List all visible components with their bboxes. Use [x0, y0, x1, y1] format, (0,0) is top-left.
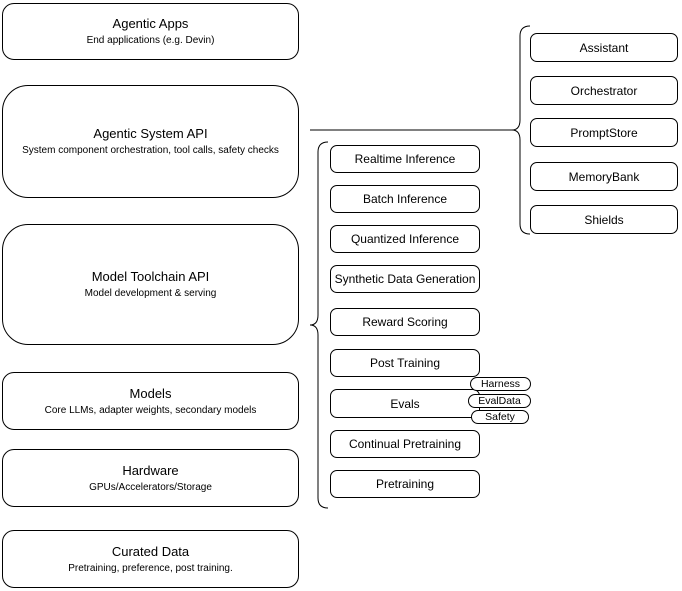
node-orchestrator: Orchestrator [530, 76, 678, 105]
node-shields: Shields [530, 205, 678, 234]
node-label: Shields [584, 212, 624, 227]
node-title: Agentic System API [93, 126, 208, 141]
node-label: Post Training [369, 356, 441, 370]
node-title: Curated Data [111, 543, 190, 559]
node-subtitle: System component orchestration, tool cal… [22, 145, 279, 156]
node-subtitle: GPUs/Accelerators/Storage [89, 481, 212, 493]
node-pretraining: Pretraining [330, 470, 480, 498]
tag-label: EvalData [478, 395, 521, 407]
node-label: Orchestrator [570, 83, 638, 98]
node-title: Hardware [122, 462, 179, 478]
node-label: Continual Pretraining [348, 437, 462, 451]
node-title: Model Toolchain API [91, 269, 210, 284]
node-batch-inference: Batch Inference [330, 185, 480, 213]
node-agentic-system-api: Agentic System API System component orch… [2, 85, 299, 198]
node-label: Reward Scoring [362, 315, 448, 329]
node-label: Evals [390, 396, 420, 411]
toolchain-brace [309, 141, 329, 509]
node-synthetic-data-generation: Synthetic Data Generation [330, 265, 480, 293]
tag-safety: Safety [471, 410, 529, 424]
node-subtitle: Pretraining, preference, post training. [68, 562, 233, 574]
tag-evaldata: EvalData [468, 394, 531, 408]
node-title: Agentic Apps [112, 16, 189, 31]
node-realtime-inference: Realtime Inference [330, 145, 480, 173]
node-quantized-inference: Quantized Inference [330, 225, 480, 253]
tag-label: Harness [480, 378, 521, 390]
node-post-training: Post Training [330, 349, 480, 377]
tag-harness: Harness [470, 377, 531, 391]
node-label: Quantized Inference [350, 232, 460, 246]
node-assistant: Assistant [530, 33, 678, 62]
node-label: Realtime Inference [354, 152, 456, 166]
node-memorybank: MemoryBank [530, 162, 678, 191]
node-label: Assistant [579, 40, 629, 55]
system-components-brace [511, 25, 531, 235]
node-curated-data: Curated Data Pretraining, preference, po… [2, 530, 299, 588]
node-model-toolchain-api: Model Toolchain API Model development & … [2, 224, 299, 345]
node-continual-pretraining: Continual Pretraining [330, 430, 480, 458]
node-title: Models [129, 385, 172, 401]
node-agentic-apps: Agentic Apps End applications (e.g. Devi… [2, 3, 299, 60]
node-label: Batch Inference [362, 192, 448, 206]
node-label: MemoryBank [568, 169, 640, 184]
node-label: Pretraining [375, 477, 435, 491]
node-subtitle: End applications (e.g. Devin) [86, 35, 215, 46]
node-models: Models Core LLMs, adapter weights, secon… [2, 372, 299, 430]
tag-label: Safety [485, 411, 515, 423]
node-label: PromptStore [570, 125, 638, 140]
node-reward-scoring: Reward Scoring [330, 308, 480, 336]
node-subtitle: Model development & serving [84, 288, 217, 299]
node-evals: Evals [330, 389, 480, 418]
node-subtitle: Core LLMs, adapter weights, secondary mo… [44, 404, 257, 416]
node-hardware: Hardware GPUs/Accelerators/Storage [2, 449, 299, 507]
node-promptstore: PromptStore [530, 118, 678, 147]
node-label: Synthetic Data Generation [334, 272, 476, 286]
